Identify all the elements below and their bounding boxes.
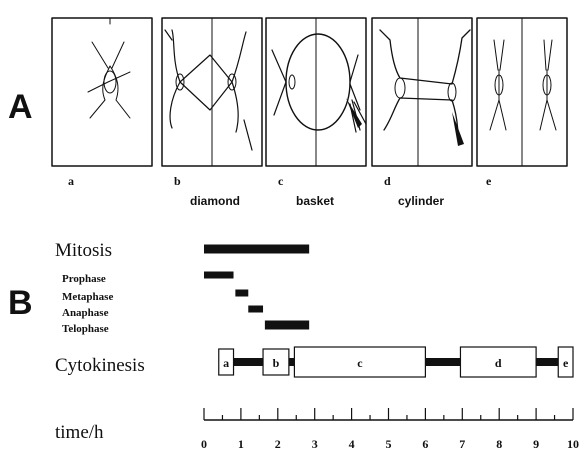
phase-bar-telophase [265, 321, 309, 330]
cytokinesis-box-label-b: b [273, 356, 280, 370]
row-label-metaphase: Metaphase [62, 291, 113, 303]
frame-e-letter: e [486, 174, 492, 188]
phase-bar-prophase [204, 272, 234, 279]
panel-b-label: B [8, 284, 33, 322]
frame-d-letter: d [384, 174, 391, 188]
panel-a-captions: a b diamond c basket d cylinder e [68, 174, 492, 208]
phase-bar-metaphase [235, 290, 248, 297]
axis-tick-label: 3 [312, 437, 318, 451]
panel-a-label: A [8, 88, 33, 126]
frame-b [162, 18, 262, 166]
axis-tick-label: 10 [567, 437, 579, 451]
row-label-anaphase: Anaphase [62, 307, 109, 319]
cytokinesis-box-label-e: e [563, 356, 569, 370]
axis-tick-label: 7 [459, 437, 465, 451]
time-axis: 0 1 2 3 4 5 6 7 8 9 10 [201, 408, 579, 451]
row-label-cytokinesis: Cytokinesis [55, 355, 145, 376]
frame-b-name: diamond [190, 194, 240, 208]
axis-label: time/h [55, 422, 104, 443]
cytokinesis-box-label-a: a [223, 356, 229, 370]
frame-a [52, 18, 152, 166]
phase-bars [204, 245, 309, 330]
frame-c-name: basket [296, 194, 334, 208]
panel-a-frames [52, 18, 567, 166]
phase-bar-anaphase [248, 306, 263, 313]
axis-tick-label: 2 [275, 437, 281, 451]
row-label-prophase: Prophase [62, 273, 106, 285]
axis-tick-label: 6 [422, 437, 428, 451]
axis-tick-label: 8 [496, 437, 502, 451]
frame-c-letter: c [278, 174, 284, 188]
frame-d [372, 18, 472, 166]
cytokinesis-box-label-d: d [495, 356, 502, 370]
cytokinesis-box-label-c: c [357, 356, 363, 370]
axis-tick-label: 4 [349, 437, 355, 451]
row-label-mitosis: Mitosis [55, 240, 112, 261]
axis-tick-label: 9 [533, 437, 539, 451]
frame-b-letter: b [174, 174, 181, 188]
axis-tick-label: 0 [201, 437, 207, 451]
axis-tick-label: 1 [238, 437, 244, 451]
phase-bar-mitosis [204, 245, 309, 254]
frame-e [477, 18, 567, 166]
frame-a-letter: a [68, 174, 74, 188]
axis-tick-label: 5 [386, 437, 392, 451]
cytokinesis-track: a b c d e [219, 347, 573, 377]
frame-c [266, 18, 366, 166]
frame-d-name: cylinder [398, 194, 444, 208]
row-label-telophase: Telophase [62, 323, 109, 335]
